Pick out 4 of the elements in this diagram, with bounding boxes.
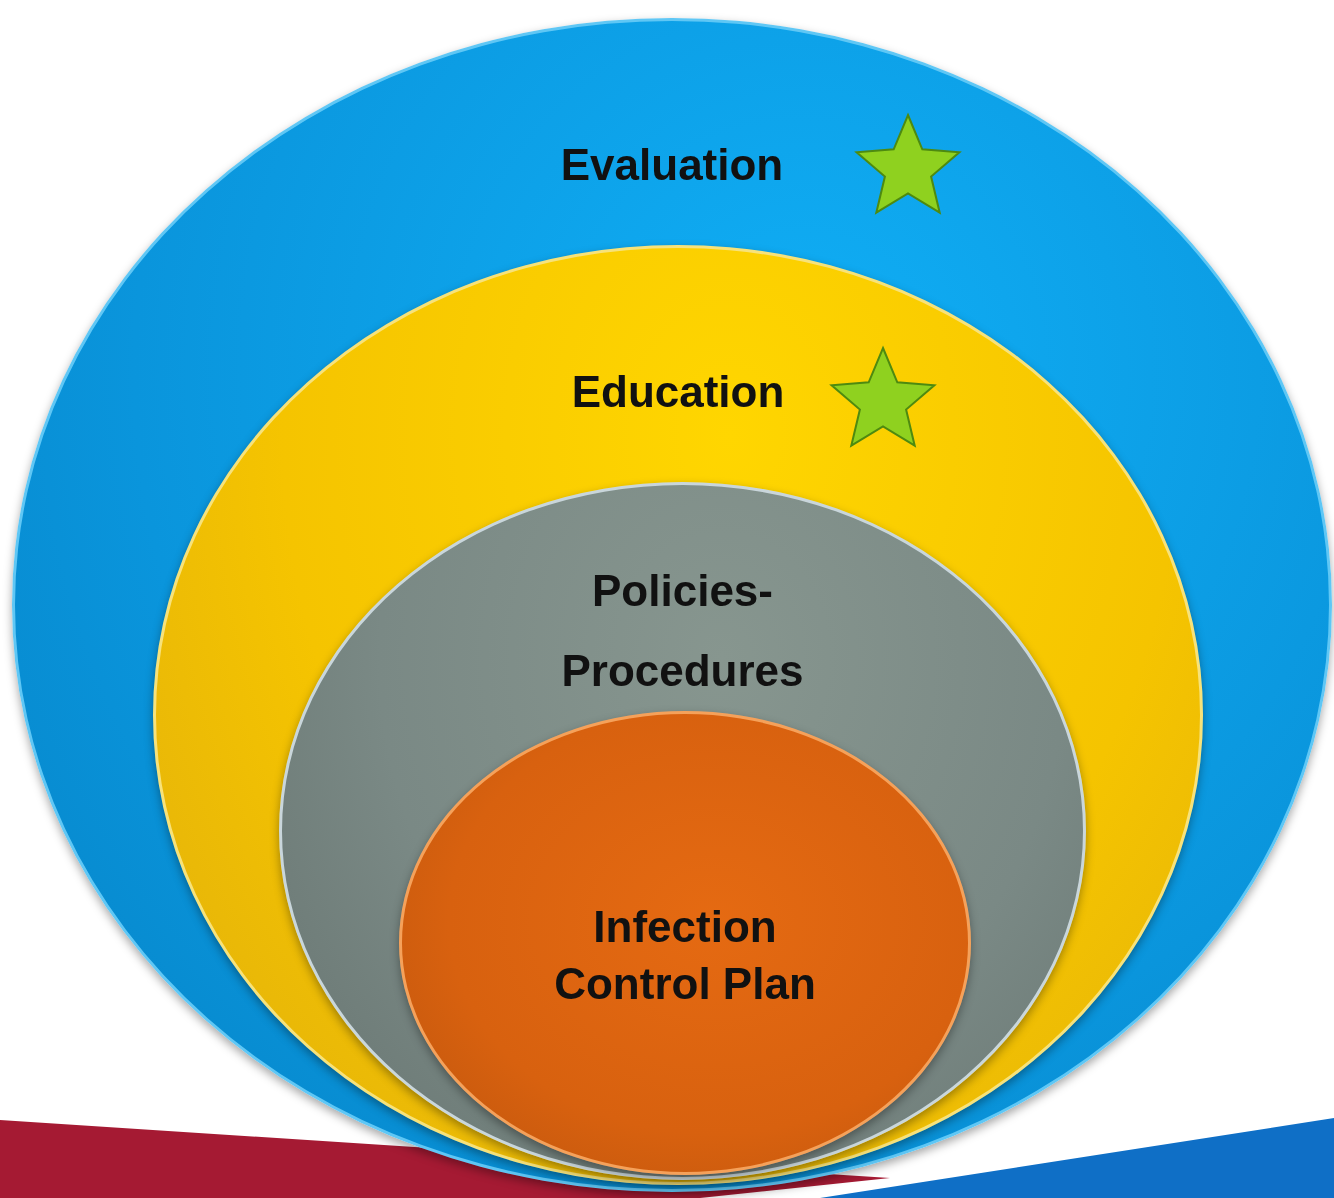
layer-label: Evaluation (559, 139, 785, 191)
layer-label: Education (570, 366, 786, 418)
layer-label: Infection Control Plan (553, 901, 817, 1011)
layer-label: Policies- Procedures (560, 565, 805, 698)
